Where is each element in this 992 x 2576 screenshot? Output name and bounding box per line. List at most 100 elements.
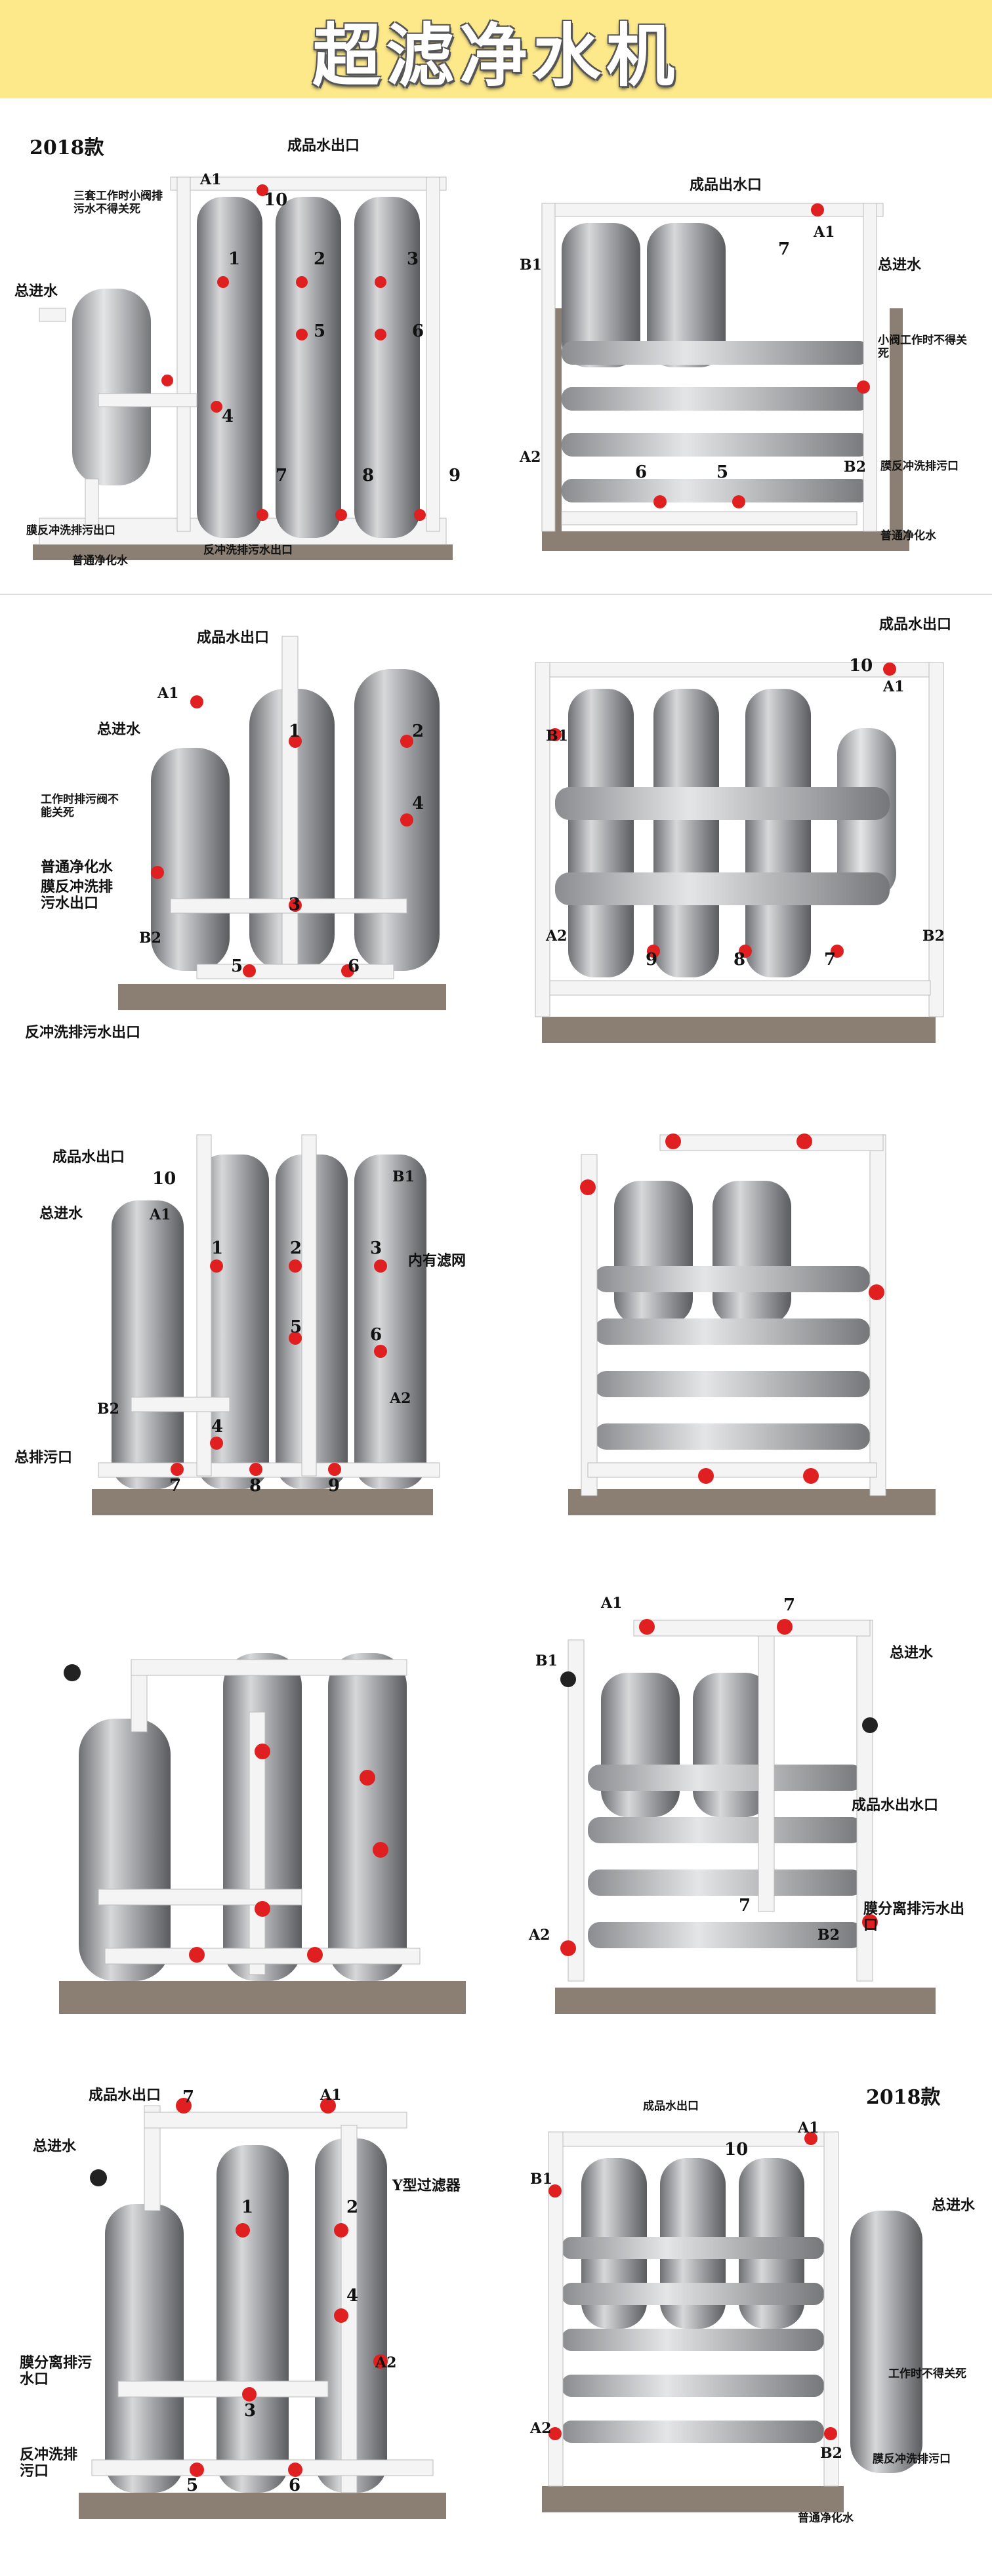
valve-number: 7 bbox=[276, 466, 288, 485]
valve-number: 9 bbox=[449, 466, 461, 485]
panel-9-machine-photo: 成品水出口 7 A1 总进水 Y型过滤器 1 2 4 膜分离排污水口 A2 3 … bbox=[0, 2066, 496, 2552]
label-three-tank-note: 三套工作时小阀排污水不得关死 bbox=[73, 190, 163, 216]
label-main-in: 总进水 bbox=[14, 283, 58, 300]
label-ordinary-water: 普通净化水 bbox=[41, 859, 114, 876]
label-membrane-backwash: 膜反冲洗排污出口 bbox=[26, 524, 115, 537]
label-ordinary-water: 普通净化水 bbox=[798, 2512, 854, 2525]
valve-number: 8 bbox=[362, 466, 375, 485]
label-b1: B1 bbox=[535, 1652, 558, 1669]
panel-4-machine-photo: 成品水出口 10 A1 B1 A2 B2 9 8 7 bbox=[496, 597, 992, 1069]
valve-number: 1 bbox=[241, 2198, 254, 2217]
valve-number: 10 bbox=[264, 190, 288, 210]
valve-number: 2 bbox=[314, 249, 326, 269]
panel-7-machine-photo bbox=[0, 1581, 496, 2053]
label-main-in: 总进水 bbox=[39, 1205, 83, 1222]
label-backwash-out: 反冲洗排污水出口 bbox=[203, 544, 293, 557]
label-product-out: 成品水出口 bbox=[879, 616, 952, 633]
machine-illustration bbox=[118, 636, 446, 1010]
valve-number: 5 bbox=[231, 956, 243, 976]
label-b2: B2 bbox=[922, 928, 945, 945]
valve-number-10: 10 bbox=[724, 2140, 749, 2159]
label-b1: B1 bbox=[392, 1168, 415, 1185]
valve-number: 2 bbox=[290, 1238, 302, 1258]
label-a1: A1 bbox=[601, 1595, 623, 1612]
label-main-in: 总进水 bbox=[890, 1645, 934, 1662]
label-main-in: 总进水 bbox=[33, 2138, 77, 2155]
label-backwash-out: 反冲洗排污水出口 bbox=[25, 1024, 141, 1041]
label-membrane-backwash: 膜反冲洗排污水出口 bbox=[41, 878, 114, 912]
label-b1: B1 bbox=[530, 2171, 552, 2188]
valve-number: 1 bbox=[228, 249, 241, 269]
valve-number: 7 bbox=[739, 1896, 751, 1915]
valve-number: 3 bbox=[407, 249, 419, 269]
label-ordinary-water: 普通净化水 bbox=[72, 554, 128, 567]
panel-6-machine-photo bbox=[496, 1095, 992, 1568]
machine-illustration bbox=[541, 203, 909, 551]
label-main-in: 总进水 bbox=[97, 721, 141, 738]
valve-number-7: 7 bbox=[182, 2087, 195, 2107]
valve-number: 8 bbox=[734, 950, 746, 970]
label-a1: A1 bbox=[883, 678, 905, 695]
label-y-filter: Y型过滤器 bbox=[392, 2177, 461, 2194]
valve-number: 9 bbox=[646, 950, 658, 970]
label-a2: A2 bbox=[375, 2354, 397, 2371]
page-title: 超滤净水机 bbox=[312, 15, 680, 96]
valve-number: 3 bbox=[370, 1238, 382, 1258]
label-product-out: 成品水出水口 bbox=[852, 1797, 939, 1814]
valve-number-10: 10 bbox=[849, 656, 873, 676]
label-product-out: 成品水出口 bbox=[89, 2087, 161, 2104]
label-product-out: 成品水出口 bbox=[643, 2100, 699, 2113]
label-drain-note: 工作时排污阀不能关死 bbox=[41, 793, 119, 819]
machine-illustration bbox=[33, 176, 453, 560]
valve-number: 6 bbox=[635, 462, 648, 482]
label-b2: B2 bbox=[844, 459, 866, 476]
label-b2: B2 bbox=[817, 1927, 840, 1944]
valve-number: 4 bbox=[346, 2286, 359, 2306]
label-product-out: 成品水出口 bbox=[287, 137, 360, 154]
valve-number-10: 10 bbox=[152, 1169, 176, 1189]
label-membrane-drain: 膜分离排污水出口 bbox=[863, 1900, 965, 1934]
label-main-drain: 总排污口 bbox=[14, 1449, 73, 1466]
label-a1: A1 bbox=[320, 2087, 342, 2104]
valve-number: 7 bbox=[169, 1476, 182, 1496]
valve-number-7: 7 bbox=[783, 1595, 796, 1615]
valve-number: 5 bbox=[314, 321, 326, 341]
valve-number: 6 bbox=[370, 1325, 382, 1345]
valve-number: 6 bbox=[348, 956, 360, 976]
valve-number: 4 bbox=[211, 1417, 224, 1437]
panel-3-machine-photo: 成品水出口 A1 总进水 工作时排污阀不能关死 普通净化水 膜反冲洗排污水出口 … bbox=[0, 597, 496, 1069]
valve-number: 1 bbox=[211, 1238, 224, 1258]
model-year: 2018款 bbox=[866, 2086, 941, 2109]
machine-illustration bbox=[79, 2098, 446, 2519]
title-banner: 超滤净水机 bbox=[0, 0, 992, 98]
label-valve-note: 工作时不得关死 bbox=[888, 2367, 966, 2381]
label-main-in: 总进水 bbox=[932, 2197, 976, 2214]
label-a1: A1 bbox=[157, 685, 179, 702]
valve-number: 5 bbox=[716, 462, 729, 482]
valve-number: 5 bbox=[186, 2476, 199, 2495]
valve-number: 9 bbox=[328, 1476, 341, 1496]
valve-number: 3 bbox=[244, 2401, 257, 2421]
label-b2: B2 bbox=[97, 1400, 119, 1418]
machine-illustration bbox=[568, 1134, 936, 1515]
machine-illustration bbox=[92, 1134, 440, 1515]
label-product-out: 成品出水口 bbox=[690, 176, 762, 194]
valve-number: 2 bbox=[346, 2198, 359, 2217]
machine-illustration bbox=[542, 2131, 922, 2512]
label-a2: A2 bbox=[529, 1927, 550, 1944]
valve-number: 8 bbox=[249, 1476, 262, 1496]
label-a1: A1 bbox=[814, 224, 835, 241]
valve-number: 7 bbox=[778, 239, 791, 259]
label-a2: A2 bbox=[546, 928, 568, 945]
label-product-out: 成品水出口 bbox=[52, 1149, 125, 1166]
valve-number: 6 bbox=[289, 2476, 301, 2495]
panel-1-machine-photo: 2018款 成品水出口 A1 三套工作时小阀排污水不得关死 总进水 膜反冲洗排污… bbox=[0, 112, 496, 584]
label-inner-filter: 内有滤网 bbox=[408, 1252, 466, 1269]
label-b1: B1 bbox=[520, 256, 542, 274]
label-a1: A1 bbox=[150, 1206, 171, 1223]
valve-number: 4 bbox=[412, 794, 424, 813]
valve-number: 7 bbox=[824, 950, 837, 970]
valve-number: 5 bbox=[290, 1317, 302, 1337]
valve-number: 6 bbox=[412, 321, 424, 341]
machine-illustration bbox=[59, 1653, 466, 2014]
